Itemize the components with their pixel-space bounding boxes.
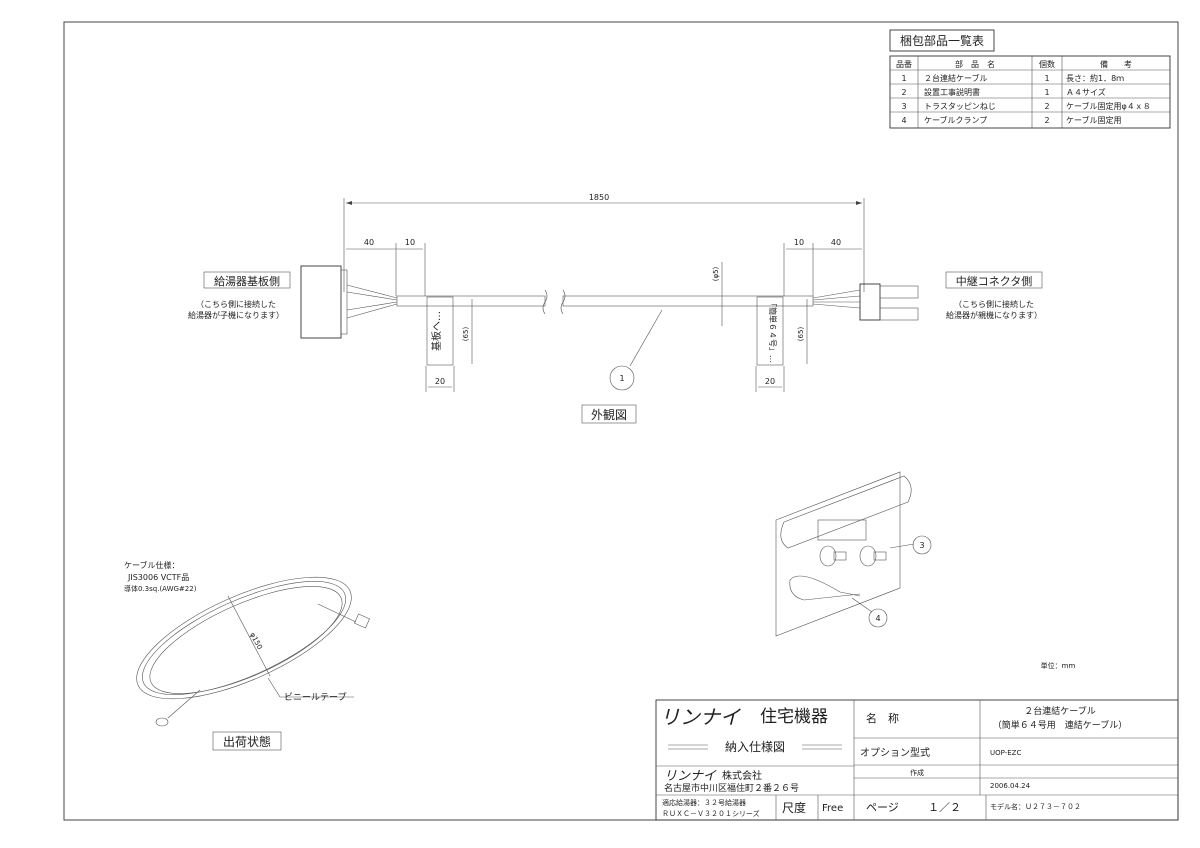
parts-table: 梱包部品一覧表 品番 部 品 名 個数 備 考 1 ２台連結ケーブル 1 長さ：… bbox=[889, 29, 1171, 129]
parts-cell: 2 bbox=[1044, 102, 1049, 111]
parts-cell: 長さ：約1．8ｍ bbox=[1066, 73, 1124, 83]
exterior-view: 1850 40 10 10 40 基板へ… 20 (65) bbox=[188, 193, 1043, 424]
relay-connector bbox=[859, 283, 881, 321]
parts-cell: 4 bbox=[901, 116, 906, 125]
name-value-2: （簡単６４号用 連結ケーブル） bbox=[993, 719, 1127, 731]
company-logo: リンナイ bbox=[664, 769, 717, 784]
parts-cell: 1 bbox=[1044, 74, 1049, 83]
series: ＲＵＸＣ－Ｖ３２０１シリーズ bbox=[662, 809, 760, 818]
cable-segment-right bbox=[562, 295, 814, 307]
scale-value: Free bbox=[822, 803, 843, 814]
dim-phi5: (φ5) bbox=[712, 266, 720, 281]
parts-header-name: 部 品 名 bbox=[955, 59, 995, 69]
parts-cell: ケーブル固定用 bbox=[1066, 115, 1122, 125]
model-name: モデル名：Ｕ２７３－７０２ bbox=[990, 802, 1081, 811]
right-label-note1: （こちら側に接続した bbox=[954, 299, 1034, 309]
dim-left-20: 20 bbox=[435, 377, 445, 386]
option-label: オプション型式 bbox=[860, 746, 930, 759]
right-tag bbox=[756, 296, 784, 366]
brand-logo: リンナイ bbox=[660, 705, 741, 729]
parts-cell: 1 bbox=[1044, 88, 1049, 97]
parts-cell: ケーブルクランプ bbox=[924, 115, 987, 125]
sheet-border bbox=[63, 21, 1179, 821]
shipping-title: 出荷状態 bbox=[223, 734, 271, 749]
option-value: UOP-EZC bbox=[990, 749, 1021, 757]
right-label-note2: 給湯器が親機になります） bbox=[946, 310, 1042, 320]
parts-cell: ケーブル固定用φ４ｘ８ bbox=[1066, 101, 1151, 111]
dim-65-left: (65) bbox=[462, 327, 470, 342]
dim-65-right: (65) bbox=[797, 327, 805, 342]
dim-right-20: 20 bbox=[765, 377, 775, 386]
dim-left-40: 40 bbox=[364, 238, 374, 247]
dim-total: 1850 bbox=[589, 193, 609, 202]
cable-spec-title: ケーブル仕様： bbox=[124, 560, 180, 570]
left-label-note1: （こちら側に接続した bbox=[196, 299, 276, 309]
parts-cell: 2 bbox=[1044, 116, 1049, 125]
exterior-title: 外観図 bbox=[591, 408, 627, 422]
parts-header-qty: 個数 bbox=[1039, 59, 1055, 69]
right-tag-text: 「簡単６４号」… bbox=[768, 299, 778, 363]
callout-3-label: 3 bbox=[919, 541, 924, 550]
created-label: 作成 bbox=[910, 768, 924, 777]
left-tag bbox=[426, 296, 454, 366]
cable-segment-left bbox=[396, 295, 546, 307]
page-label: ページ bbox=[866, 801, 899, 814]
left-label-note2: 給湯器が子機になります） bbox=[188, 310, 284, 320]
parts-cell: トラスタッピンねじ bbox=[924, 102, 996, 111]
company-suffix: 株式会社 bbox=[722, 769, 762, 782]
parts-cell: Ａ４サイズ bbox=[1066, 87, 1106, 97]
page-value: １／２ bbox=[928, 801, 961, 814]
shipping-state: ケーブル仕様： JIS3006 VCTF品 導体0.3sq.(AWG#22) φ… bbox=[124, 560, 370, 751]
dim-right-10: 10 bbox=[794, 238, 804, 247]
coil-dim: φ150 bbox=[248, 631, 264, 651]
scale-label: 尺度 bbox=[782, 800, 806, 815]
parts-cell: 設置工事説明書 bbox=[924, 87, 980, 97]
callout-4 bbox=[868, 608, 888, 628]
parts-header-no: 品番 bbox=[896, 59, 912, 69]
cable-spec-line2: 導体0.3sq.(AWG#22) bbox=[124, 584, 197, 593]
parts-cell: 3 bbox=[901, 102, 906, 111]
parts-table-title: 梱包部品一覧表 bbox=[900, 33, 984, 48]
left-tag-text: 基板へ… bbox=[430, 311, 443, 351]
parts-cell: 2 bbox=[901, 88, 906, 97]
callout-4-label: 4 bbox=[875, 614, 880, 623]
dim-right-40: 40 bbox=[831, 238, 841, 247]
vinyl-tape-label: ビニールテープ bbox=[284, 692, 346, 703]
clamp-illustration: 3 4 bbox=[775, 471, 932, 637]
left-label-title: 給湯器基板側 bbox=[214, 274, 280, 288]
parts-cell: 1 bbox=[901, 74, 906, 83]
company-address: 名古屋市中川区福住町２番２６号 bbox=[664, 782, 799, 794]
parts-table-title-box bbox=[889, 29, 995, 52]
applicable-heater: 適応給湯器：３２号給湯器 bbox=[662, 798, 746, 807]
callout-1-label: 1 bbox=[619, 374, 624, 383]
name-label: 名 称 bbox=[866, 711, 899, 725]
right-label-title: 中継コネクタ側 bbox=[956, 274, 1033, 288]
brand-suffix: 住宅機器 bbox=[760, 707, 828, 727]
callout-1 bbox=[609, 365, 635, 391]
name-value-1: ２台連結ケーブル bbox=[1024, 705, 1095, 717]
parts-header-remarks: 備 考 bbox=[1100, 59, 1132, 69]
doc-type: 納入仕様図 bbox=[725, 740, 785, 754]
dim-left-10: 10 bbox=[405, 238, 415, 247]
unit-note: 単位：mm bbox=[1041, 661, 1076, 670]
callout-3 bbox=[912, 535, 932, 555]
title-block: リンナイ 住宅機器 納入仕様図 リンナイ 株式会社 名古屋市中川区福住町２番２６… bbox=[655, 699, 1179, 821]
board-connector bbox=[300, 265, 342, 339]
cable-spec-line1: JIS3006 VCTF品 bbox=[127, 573, 189, 582]
parts-cell: ２台連結ケーブル bbox=[924, 73, 988, 83]
created-value: 2006.04.24 bbox=[990, 782, 1031, 790]
